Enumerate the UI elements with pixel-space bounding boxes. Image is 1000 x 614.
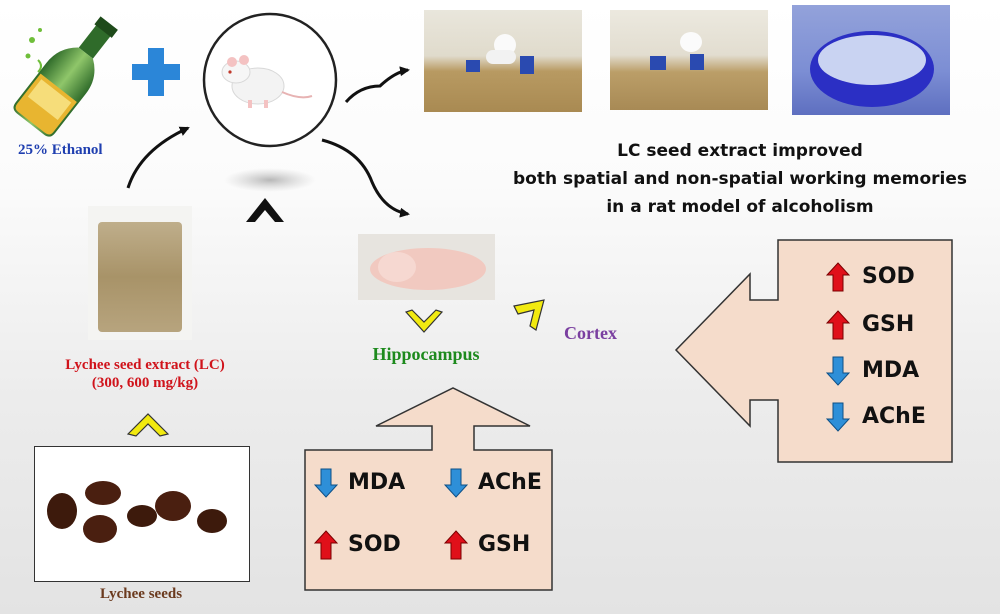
cortex-marker-name: MDA: [862, 358, 920, 383]
yellow-up-chevron-icon: [126, 413, 170, 437]
down-arrow-icon: [314, 468, 338, 498]
arrow-rat-to-brain: [321, 138, 410, 218]
spatial-memory-test-photo: [610, 10, 768, 110]
lychee-seeds-photo: [34, 446, 250, 582]
hippocampus-marker-list: MDA AChE SOD GSH: [314, 468, 550, 578]
yellow-chevron-cortex-icon: [513, 299, 545, 331]
lc-extract-label: Lychee seed extract (LC) (300, 600 mg/kg…: [30, 356, 260, 392]
lychee-seeds-label: Lychee seeds: [99, 586, 183, 602]
up-arrow-icon: [314, 530, 338, 560]
hippocampus-marker-name: SOD: [348, 532, 401, 557]
down-arrow-icon: [826, 402, 850, 432]
flow-arrows: [126, 66, 410, 218]
hippocampus-marker-name: MDA: [348, 470, 406, 495]
object-recognition-test-photo: [424, 10, 582, 112]
cortex-marker-panel: [674, 239, 953, 463]
conclusion-line3: in a rat model of alcoholism: [606, 197, 874, 217]
lychee-extract-bag-photo: [88, 206, 192, 340]
plus-icon: [132, 48, 180, 96]
cortex-marker-name: GSH: [862, 312, 915, 337]
hippocampus-marker-name: AChE: [478, 470, 542, 495]
up-arrow-icon: [444, 530, 468, 560]
water-maze-photo: [792, 5, 950, 115]
arrow-rat-to-tests: [344, 66, 410, 104]
up-arrow-icon: [826, 310, 850, 340]
conclusion-line2: both spatial and non-spatial working mem…: [512, 169, 968, 189]
arrow-ethanol-to-rat: [126, 126, 190, 189]
down-arrow-icon: [444, 468, 468, 498]
yellow-down-chevron-hippocampus-icon: [404, 309, 444, 333]
down-arrow-icon: [826, 356, 850, 386]
ethanol-bottle-icon: [13, 16, 118, 137]
conclusion-text: LC seed extract improved both spatial an…: [490, 137, 990, 221]
up-chevron-icon: [246, 198, 284, 222]
hippocampus-label: Hippocampus: [372, 344, 480, 364]
cortex-label: Cortex: [564, 323, 617, 343]
ethanol-label: 25% Ethanol: [18, 142, 103, 158]
brain-photo: [358, 234, 495, 300]
hippocampus-marker-name: GSH: [478, 532, 531, 557]
hippocampus-marker-panel: [304, 387, 553, 591]
lc-extract-label-line1: Lychee seed extract (LC): [65, 357, 225, 373]
cortex-marker-name: SOD: [862, 264, 915, 289]
conclusion-line1: LC seed extract improved: [617, 141, 863, 161]
lc-extract-label-line2: (300, 600 mg/kg): [91, 375, 199, 391]
cortex-marker-name: AChE: [862, 404, 926, 429]
rat-icon: [202, 12, 338, 192]
up-arrow-icon: [826, 262, 850, 292]
